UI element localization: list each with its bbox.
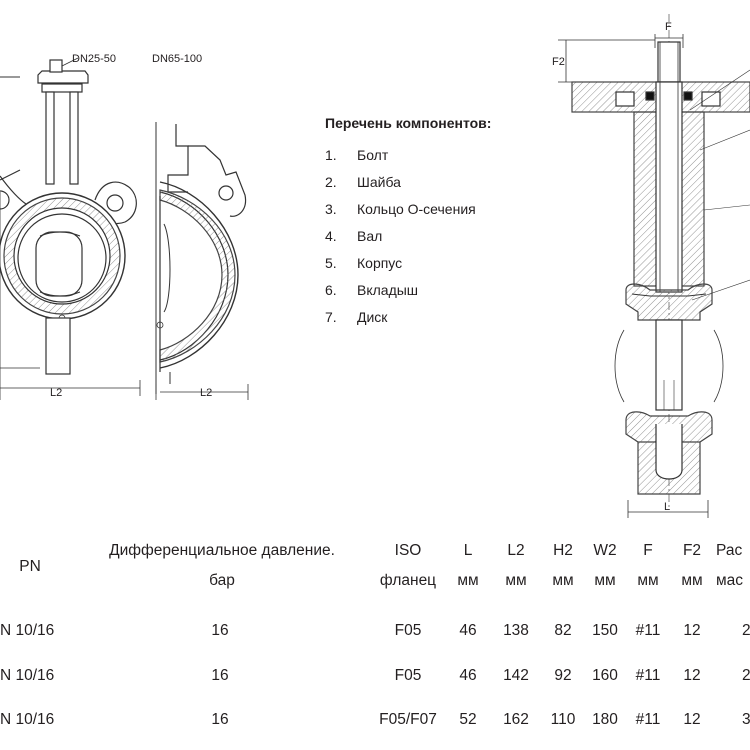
list-item: 3. Кольцо О-сечения bbox=[325, 201, 545, 228]
item-number: 6. bbox=[325, 282, 337, 298]
row1-l2: 138 bbox=[503, 622, 529, 639]
row1-h2: 82 bbox=[554, 622, 572, 639]
row1-w2: 150 bbox=[592, 622, 618, 639]
row3-dp: 16 bbox=[211, 711, 229, 728]
item-number: 3. bbox=[325, 201, 337, 217]
row3-l: 52 bbox=[459, 711, 477, 728]
label-l2-right: L2 bbox=[200, 387, 212, 399]
header-f2: F2 bbox=[682, 542, 702, 559]
header-w2: W2 bbox=[593, 542, 617, 559]
row2-pn: N 10/16 bbox=[0, 667, 55, 684]
component-list-title: Перечень компонентов: bbox=[325, 115, 492, 131]
list-item: 5. Корпус bbox=[325, 255, 545, 282]
header-f-unit: мм bbox=[637, 572, 659, 589]
list-item: 4. Вал bbox=[325, 228, 545, 255]
item-name: Болт bbox=[357, 147, 389, 163]
header-h2: H2 bbox=[553, 542, 573, 559]
header-l: L bbox=[463, 542, 473, 559]
header-iso-flange: фланец bbox=[379, 572, 437, 589]
row3-h2: 110 bbox=[550, 711, 576, 728]
label-l2-left: L2 bbox=[50, 387, 62, 399]
valve-front-view-small bbox=[0, 57, 141, 400]
item-name: Корпус bbox=[357, 255, 403, 271]
row2-f2: 12 bbox=[683, 667, 701, 684]
header-f2-unit: мм bbox=[681, 572, 703, 589]
valve-sectional-view bbox=[558, 14, 750, 518]
item-name: Вал bbox=[357, 228, 383, 244]
component-items: 1.Болт 2.Шайба 3.Кольцо О-сечения 4.Вал … bbox=[325, 147, 545, 336]
label-f2: F2 bbox=[552, 56, 565, 68]
row2-last: 2 bbox=[742, 667, 750, 684]
row3-iso: F05/F07 bbox=[379, 711, 437, 728]
list-item: 7. Диск bbox=[325, 309, 545, 336]
row2-f: #11 bbox=[635, 667, 661, 684]
item-number: 7. bbox=[325, 309, 337, 325]
row1-dp: 16 bbox=[211, 622, 229, 639]
list-item: 6. Вкладыш bbox=[325, 282, 545, 309]
row2-l: 46 bbox=[459, 667, 477, 684]
header-diff-pressure-unit: бар bbox=[209, 572, 235, 589]
header-h2-unit: мм bbox=[552, 572, 574, 589]
row2-w2: 160 bbox=[592, 667, 618, 684]
header-iso: ISO bbox=[394, 542, 422, 559]
row3-pn: N 10/16 bbox=[0, 711, 55, 728]
item-name: Шайба bbox=[357, 174, 401, 190]
row2-iso: F05 bbox=[394, 667, 422, 684]
item-number: 1. bbox=[325, 147, 337, 163]
header-f: F bbox=[643, 542, 653, 559]
header-w2-unit: мм bbox=[594, 572, 616, 589]
item-number: 2. bbox=[325, 174, 337, 190]
label-f: F bbox=[665, 21, 672, 33]
item-name: Вкладыш bbox=[357, 282, 419, 298]
row1-l: 46 bbox=[459, 622, 477, 639]
row3-l2: 162 bbox=[503, 711, 529, 728]
row2-h2: 92 bbox=[554, 667, 572, 684]
row3-f: #11 bbox=[635, 711, 661, 728]
row1-iso: F05 bbox=[394, 622, 422, 639]
row2-dp: 16 bbox=[211, 667, 229, 684]
row3-f2: 12 bbox=[683, 711, 701, 728]
header-last-unit: мас bbox=[716, 572, 744, 589]
header-last: Рас bbox=[716, 542, 743, 559]
row1-pn: N 10/16 bbox=[0, 622, 55, 639]
technical-drawing: DN25-50 DN65-100 L2 L2 bbox=[0, 14, 750, 518]
header-l2: L2 bbox=[507, 542, 525, 559]
header-l2-unit: мм bbox=[505, 572, 527, 589]
item-name: Диск bbox=[357, 309, 388, 325]
component-list: Перечень компонентов: 1. Болт 2. Шайба 3. К… bbox=[325, 115, 545, 336]
label-dn65-100: DN65-100 bbox=[152, 53, 202, 65]
row1-f2: 12 bbox=[683, 622, 701, 639]
item-number: 5. bbox=[325, 255, 337, 271]
header-diff-pressure: Дифференциальное давление. bbox=[109, 542, 335, 559]
list-item: 1. Болт bbox=[325, 147, 545, 174]
row1-f: #11 bbox=[635, 622, 661, 639]
valve-side-view-large bbox=[155, 122, 249, 400]
row3-last: 3 bbox=[742, 711, 750, 728]
item-number: 4. bbox=[325, 228, 337, 244]
row3-w2: 180 bbox=[592, 711, 618, 728]
list-item: 2. Шайба bbox=[325, 174, 545, 201]
row2-l2: 142 bbox=[503, 667, 529, 684]
header-pn: PN bbox=[19, 558, 41, 575]
label-dn25-50: DN25-50 bbox=[72, 53, 116, 65]
label-l: L bbox=[664, 501, 670, 513]
row1-last: 2 bbox=[742, 622, 750, 639]
header-l-unit: мм bbox=[457, 572, 479, 589]
item-name: Кольцо О-сечения bbox=[357, 201, 476, 217]
